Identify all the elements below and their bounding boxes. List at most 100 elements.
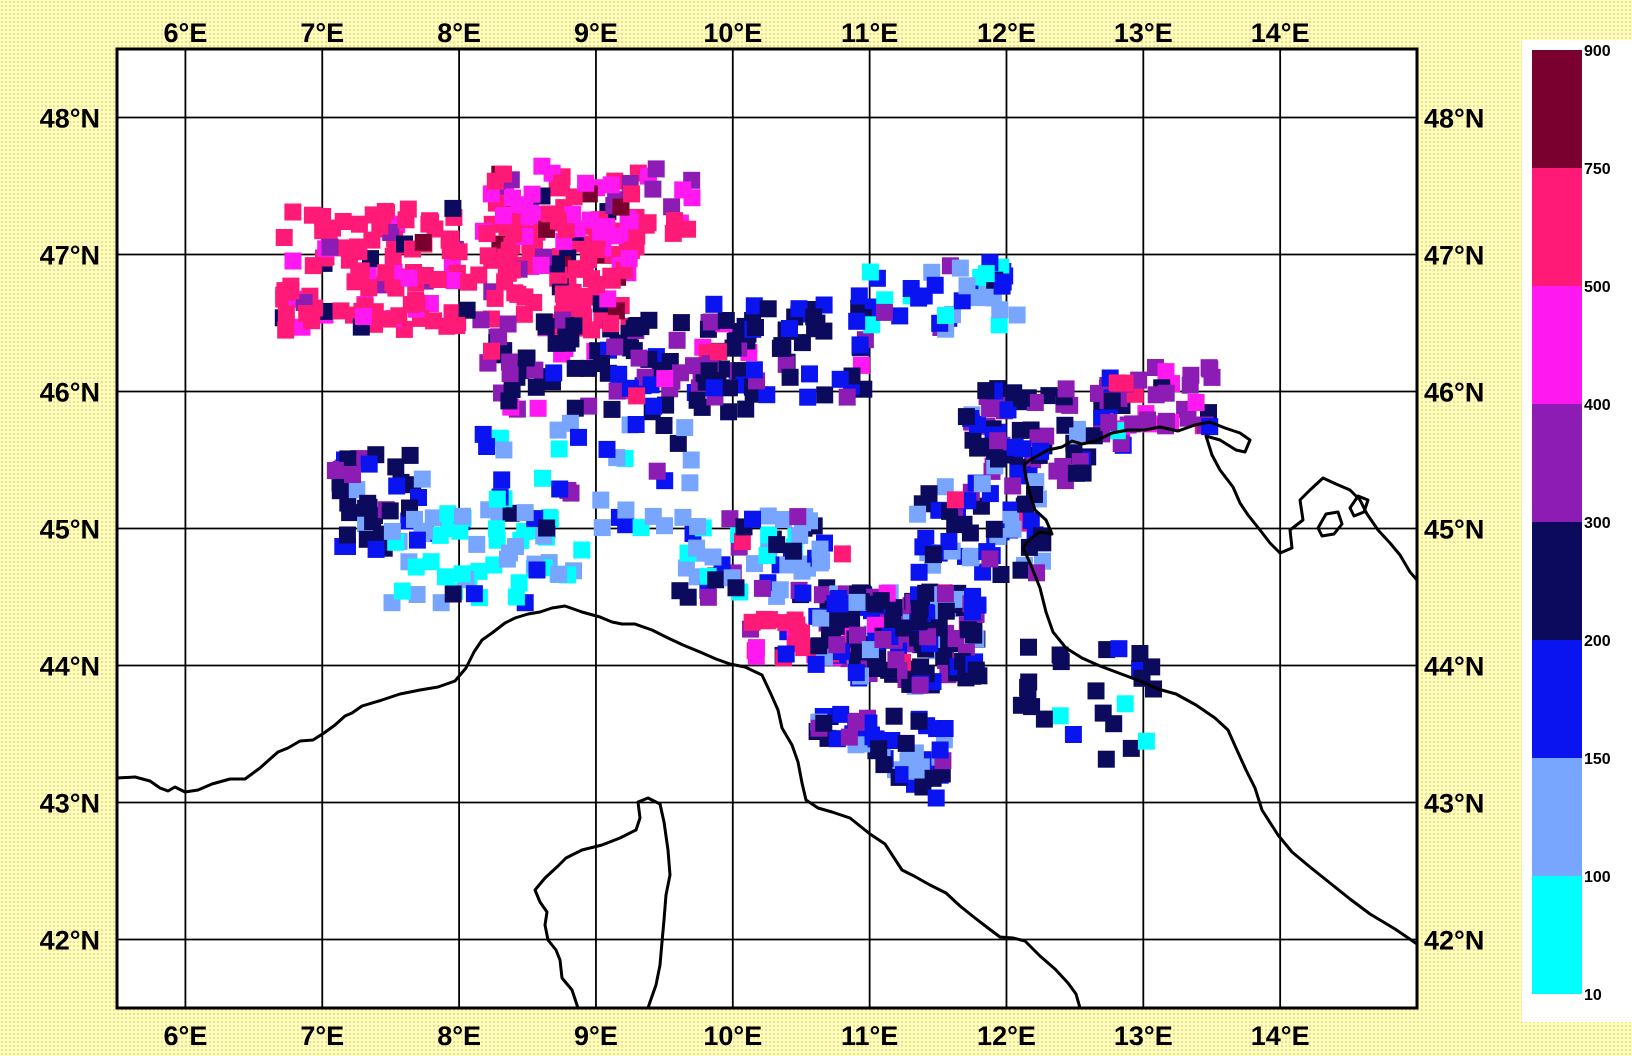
- station-marker: [895, 619, 913, 637]
- station-marker: [490, 328, 508, 346]
- station-marker: [1124, 415, 1142, 433]
- station-marker: [610, 365, 628, 383]
- station-marker: [284, 252, 302, 270]
- station-marker: [1143, 658, 1161, 676]
- station-marker: [1040, 387, 1058, 405]
- station-marker: [500, 392, 518, 410]
- station-marker: [527, 378, 545, 396]
- station-marker: [493, 471, 511, 489]
- station-marker: [393, 582, 411, 600]
- station-marker: [655, 417, 673, 434]
- station-marker: [1035, 710, 1053, 728]
- station-marker: [321, 238, 339, 256]
- station-marker: [602, 176, 620, 194]
- station-marker: [1105, 715, 1123, 733]
- station-marker: [608, 382, 626, 400]
- station-marker: [424, 509, 442, 527]
- lon-label-top-1: 7°E: [300, 18, 344, 48]
- colorbar-segment-6: [1532, 758, 1582, 876]
- station-marker: [912, 658, 930, 676]
- station-marker: [775, 511, 792, 528]
- station-marker: [444, 585, 462, 603]
- station-marker: [407, 558, 425, 576]
- station-marker: [367, 540, 385, 558]
- station-marker: [753, 579, 771, 597]
- station-marker: [1057, 380, 1075, 398]
- station-marker: [338, 526, 356, 544]
- station-marker: [376, 202, 394, 220]
- station-marker: [451, 522, 469, 540]
- station-marker: [833, 545, 851, 563]
- station-marker: [911, 600, 929, 618]
- lon-label-top-4: 10°E: [703, 18, 762, 48]
- station-marker: [704, 548, 722, 566]
- station-marker: [931, 741, 949, 759]
- station-marker: [408, 586, 426, 603]
- station-marker: [990, 450, 1007, 468]
- station-marker: [910, 712, 928, 730]
- station-marker: [534, 469, 551, 487]
- station-marker: [422, 553, 440, 571]
- lat-label-right-4: 44°N: [1424, 652, 1484, 682]
- station-marker: [1147, 386, 1165, 404]
- colorbar-label-7: 100: [1584, 869, 1611, 886]
- station-marker: [500, 353, 518, 371]
- colorbar-segment-0: [1532, 50, 1582, 168]
- station-marker: [923, 263, 941, 281]
- station-marker: [445, 272, 463, 290]
- station-marker: [793, 334, 811, 352]
- station-marker: [840, 728, 858, 746]
- station-marker: [541, 205, 559, 223]
- station-marker: [501, 544, 518, 562]
- station-marker: [727, 579, 745, 597]
- station-marker: [790, 300, 808, 318]
- station-marker: [1137, 732, 1155, 750]
- station-marker: [674, 181, 692, 199]
- station-marker: [552, 174, 570, 192]
- station-marker: [551, 480, 569, 498]
- station-marker: [593, 355, 610, 372]
- station-marker: [745, 297, 763, 315]
- station-marker: [547, 334, 565, 352]
- station-marker: [791, 527, 809, 545]
- station-marker: [953, 292, 971, 310]
- station-marker: [883, 732, 901, 749]
- station-marker: [705, 379, 723, 397]
- colorbar-label-8: 10: [1584, 987, 1602, 1004]
- station-marker: [648, 462, 666, 480]
- station-marker: [747, 319, 764, 336]
- station-marker: [681, 474, 699, 492]
- station-marker: [977, 382, 995, 400]
- station-marker: [1131, 645, 1149, 662]
- station-marker: [1054, 458, 1072, 475]
- station-marker: [387, 458, 405, 476]
- station-marker: [961, 524, 979, 542]
- station-marker: [413, 470, 431, 488]
- station-marker: [276, 283, 294, 301]
- station-marker: [774, 339, 792, 357]
- station-marker: [350, 243, 368, 261]
- station-marker: [581, 211, 599, 229]
- station-marker: [377, 264, 395, 282]
- station-markers: [274, 157, 1221, 807]
- station-marker: [431, 526, 449, 544]
- coastline-adriatic: [1021, 420, 1419, 946]
- colorbar-label-4: 300: [1584, 515, 1611, 532]
- colorbar-segment-5: [1532, 640, 1582, 758]
- station-marker: [303, 312, 321, 330]
- station-marker: [850, 287, 868, 305]
- colorbar-label-3: 400: [1584, 397, 1611, 414]
- station-marker: [720, 403, 738, 421]
- station-marker: [705, 295, 723, 313]
- station-marker: [350, 215, 368, 233]
- station-marker: [875, 756, 893, 774]
- station-marker: [937, 602, 955, 620]
- station-marker: [860, 714, 878, 732]
- lat-label-left-2: 46°N: [40, 378, 100, 408]
- lat-label-left-0: 48°N: [40, 104, 100, 134]
- colorbar-label-5: 200: [1584, 633, 1611, 650]
- station-marker: [891, 307, 909, 325]
- station-marker: [946, 491, 964, 509]
- station-marker: [620, 249, 638, 267]
